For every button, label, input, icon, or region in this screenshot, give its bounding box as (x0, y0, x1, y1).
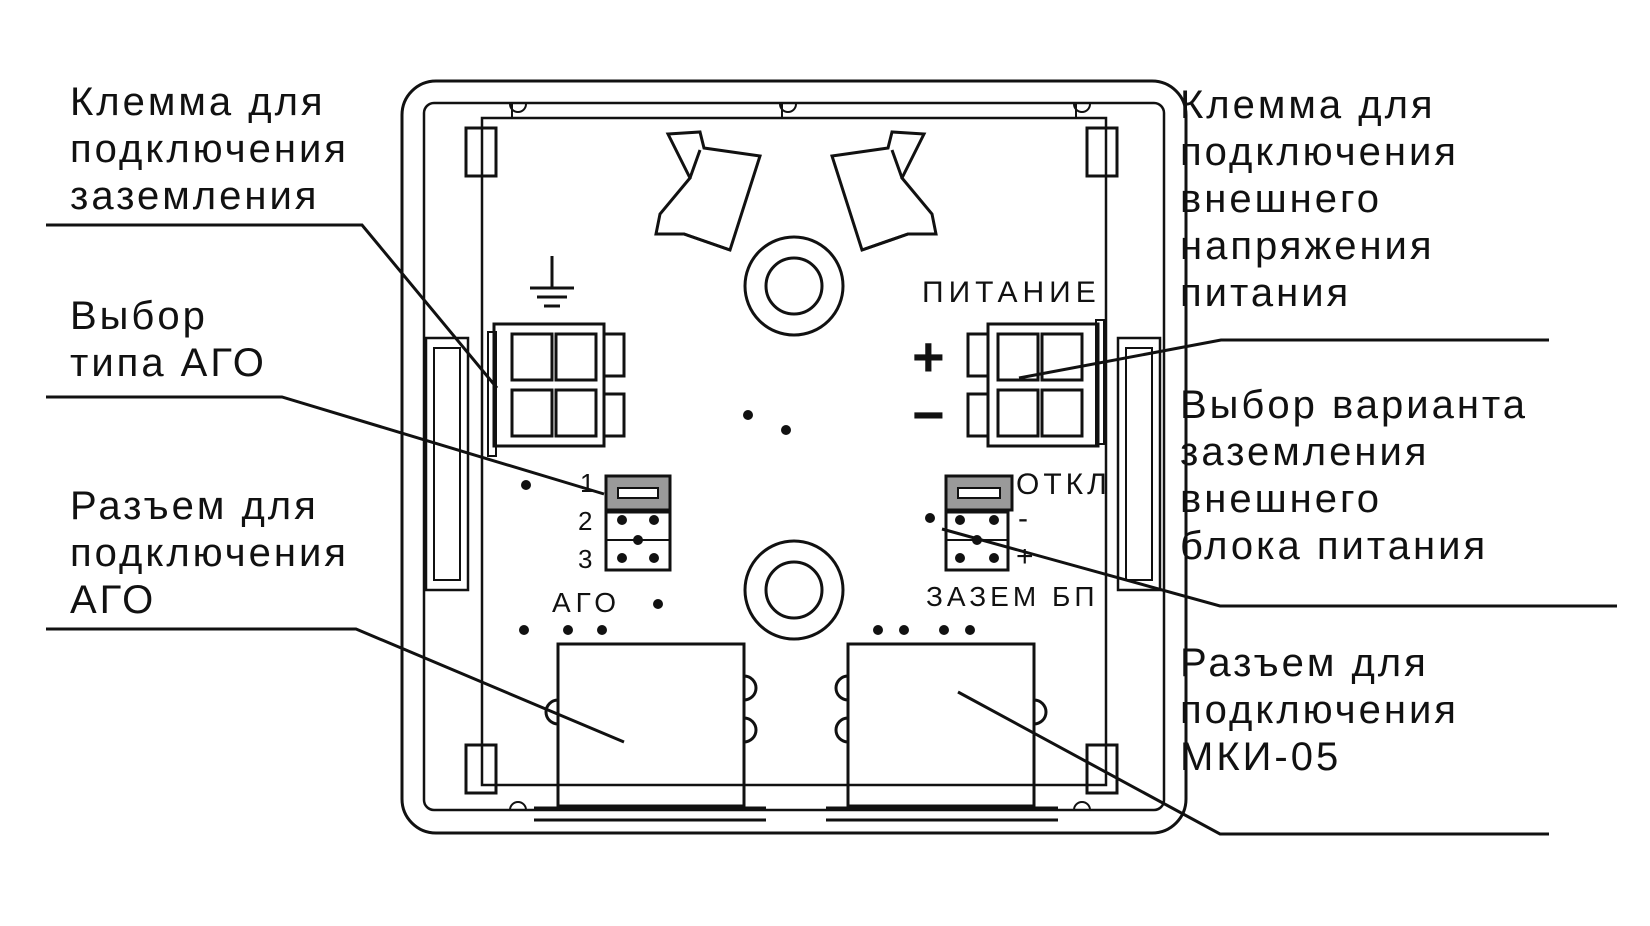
side-latch-left (424, 336, 470, 592)
callout-line: заземления (70, 174, 320, 218)
leader-psu-ground (941, 527, 1617, 608)
ago-jumper-header (604, 474, 672, 572)
callout-line: МКИ-05 (1180, 735, 1342, 779)
callout-line: внешнего (1180, 177, 1382, 221)
callout-line: Разъем для (1180, 641, 1429, 685)
label-pin-3: 3 (578, 544, 592, 574)
label-pin-1: 1 (580, 468, 594, 498)
label-jumper-plus: + (1016, 540, 1034, 573)
label-jumper-minus: - (1018, 502, 1028, 535)
callout-ago-connector: Разъем для подключения АГО (70, 483, 349, 624)
leader-mki-connector (957, 690, 1549, 836)
callout-line: Выбор варианта (1180, 383, 1529, 427)
top-clip-right (830, 130, 938, 252)
label-minus: − (912, 383, 945, 446)
callout-line: питания (1180, 271, 1352, 315)
callout-line: типа АГО (70, 341, 267, 385)
callout-ground-terminal: Клемма для подключения заземления (70, 79, 349, 220)
ground-symbol-icon (530, 256, 574, 308)
psu-ground-jumper-header (944, 474, 1014, 572)
callout-mki-connector: Разъем для подключения МКИ-05 (1180, 640, 1459, 781)
ago-connector (534, 642, 766, 822)
callout-line: подключения (70, 127, 349, 171)
screw-boss-bottom (743, 539, 845, 641)
mki-connector (826, 642, 1058, 822)
callout-line: Разъем для (70, 484, 319, 528)
callout-line: заземления (1180, 430, 1430, 474)
side-latch-right (1116, 336, 1162, 592)
corner-tab (1085, 743, 1119, 795)
leader-ago-connector (46, 627, 625, 744)
label-off: ОТКЛ (1016, 468, 1111, 501)
ground-terminal-block (487, 322, 626, 457)
callout-line: напряжения (1180, 224, 1435, 268)
board-dots (519, 410, 999, 635)
callout-line: Выбор (70, 294, 208, 338)
callout-line: подключения (70, 531, 349, 575)
leader-ago-type (46, 395, 605, 496)
label-pin-2: 2 (578, 506, 592, 536)
housing-outer (400, 79, 1188, 835)
board-outline (480, 116, 1108, 787)
corner-tab (464, 743, 498, 795)
leader-ground-terminal (46, 223, 499, 389)
leader-power-terminal (1018, 338, 1549, 380)
callout-ago-type: Выбор типа АГО (70, 293, 267, 387)
callout-power-terminal: Клемма для подключения внешнего напряжен… (1180, 82, 1459, 317)
label-ago: АГО (552, 587, 621, 618)
callout-line: Клемма для (1180, 83, 1436, 127)
housing (400, 79, 1188, 835)
callout-line: внешнего (1180, 477, 1382, 521)
callout-line: подключения (1180, 130, 1459, 174)
label-power: ПИТАНИЕ (922, 276, 1101, 309)
corner-tab (464, 126, 498, 178)
screw-boss-top (743, 235, 845, 337)
callout-line: блока питания (1180, 524, 1489, 568)
callout-line: подключения (1180, 688, 1459, 732)
power-terminal-block (966, 319, 1105, 448)
housing-inner (422, 101, 1166, 812)
callout-psu-ground: Выбор варианта заземления внешнего блока… (1180, 382, 1528, 570)
leader-lines (46, 223, 1617, 836)
corner-tab (1085, 126, 1119, 178)
callout-line: АГО (70, 578, 157, 622)
top-clip-left (654, 130, 762, 252)
label-plus: + (912, 325, 945, 388)
callout-line: Клемма для (70, 80, 326, 124)
label-psu-ground: ЗАЗЕМ БП (926, 581, 1098, 612)
